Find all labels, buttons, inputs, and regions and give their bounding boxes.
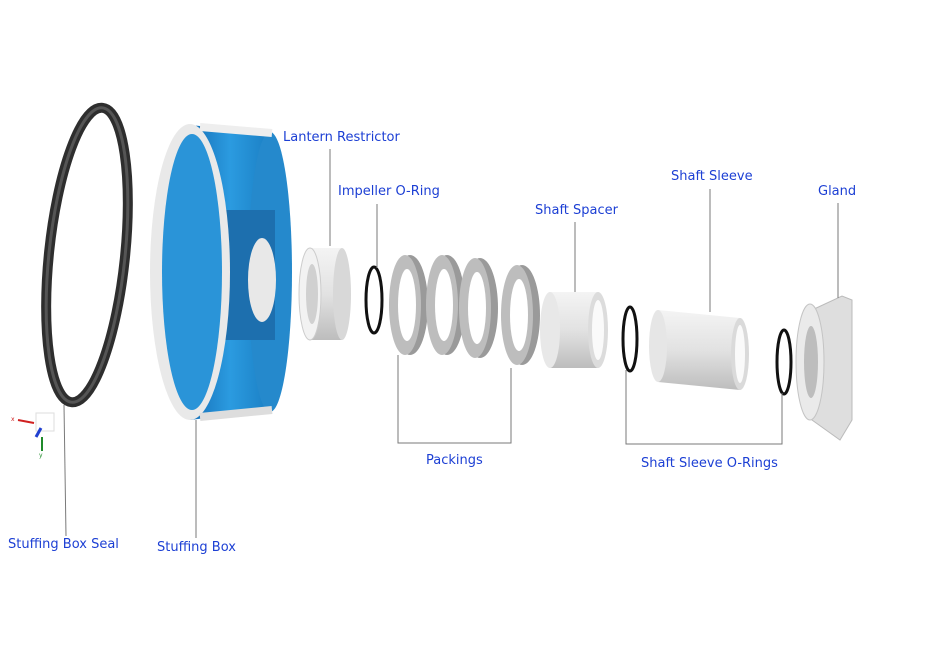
packings-part [389,255,540,365]
stuffing-box-seal-part [41,102,133,408]
label-stuffing-box: Stuffing Box [157,540,236,555]
label-lantern-restrictor: Lantern Restrictor [283,130,400,145]
impeller-o-ring-part [364,265,384,335]
shaft-sleeve-o-ring-part [775,328,793,396]
label-impeller-o-ring: Impeller O-Ring [338,184,440,199]
stuffing-box-part [150,123,292,421]
axis-y-label: y [39,452,43,459]
shaft-spacer-part [540,292,608,368]
shaft-sleeve-part [649,310,749,390]
label-stuffing-box-seal: Stuffing Box Seal [8,537,119,552]
label-packings: Packings [426,453,483,468]
label-shaft-sleeve: Shaft Sleeve [671,169,753,184]
label-shaft-spacer: Shaft Spacer [535,203,618,218]
axis-triad [17,412,55,451]
axis-x-label: x [11,416,15,423]
shaft-sleeve-o-ring-part [621,305,639,373]
label-shaft-sleeve-o-rings: Shaft Sleeve O-Rings [641,456,778,471]
lantern-restrictor-part [298,247,351,341]
label-gland: Gland [818,184,857,199]
gland-part [795,295,853,441]
